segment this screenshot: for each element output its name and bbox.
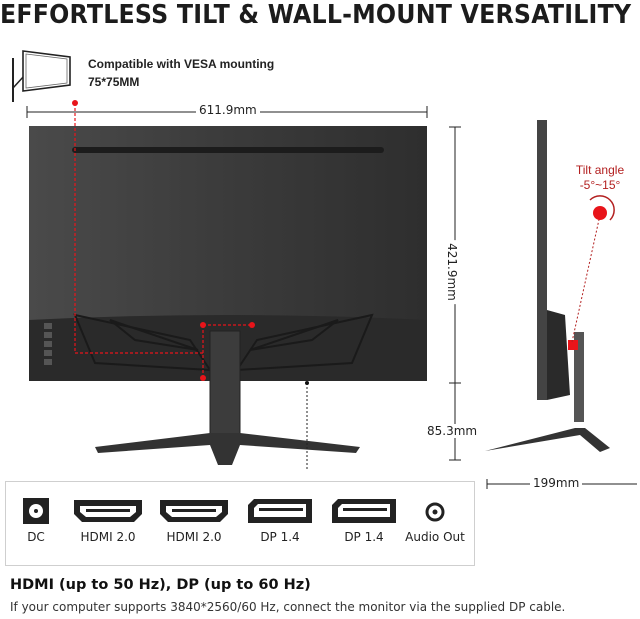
monitor-side-view	[485, 120, 615, 452]
page-title: EFFORTLESS TILT & WALL-MOUNT VERSATILITY	[0, 0, 632, 30]
tilt-line-1: Tilt angle	[575, 163, 625, 177]
port-label-audio-out: Audio Out	[405, 530, 465, 544]
port-label-dp-2: DP 1.4	[344, 530, 384, 544]
ports-panel	[5, 481, 475, 566]
wall-mount-icon	[12, 50, 71, 102]
tilt-angle-label: Tilt angle -5°~15°	[565, 163, 635, 193]
monitor-back-view	[29, 100, 427, 470]
depth-label: 199mm	[530, 476, 583, 490]
displayport-port-icon	[332, 499, 396, 523]
displayport-port-icon	[248, 499, 312, 523]
vesa-line-2: 75*75MM	[88, 75, 140, 89]
height-label: 421.9mm	[444, 240, 459, 304]
refresh-rate-heading: HDMI (up to 50 Hz), DP (up to 60 Hz)	[10, 577, 311, 593]
port-label-dp-1: DP 1.4	[260, 530, 300, 544]
stand-height-label: 85.3mm	[424, 424, 481, 438]
vesa-info: Compatible with VESA mounting 75*75MM	[88, 55, 274, 91]
vesa-line-1: Compatible with VESA mounting	[88, 57, 275, 71]
port-label-dc: DC	[27, 530, 45, 544]
connection-note: If your computer supports 3840*2560/60 H…	[10, 600, 566, 614]
tilt-line-2: -5°~15°	[579, 178, 621, 192]
hdmi-port-icon	[74, 500, 142, 522]
port-label-hdmi-1: HDMI 2.0	[80, 530, 136, 544]
ports-panel-border	[5, 481, 475, 482]
port-label-hdmi-2: HDMI 2.0	[166, 530, 222, 544]
dc-power-port-icon	[23, 498, 49, 524]
audio-jack-icon	[425, 502, 445, 522]
hdmi-port-icon	[160, 500, 228, 522]
width-label: 611.9mm	[196, 103, 260, 117]
